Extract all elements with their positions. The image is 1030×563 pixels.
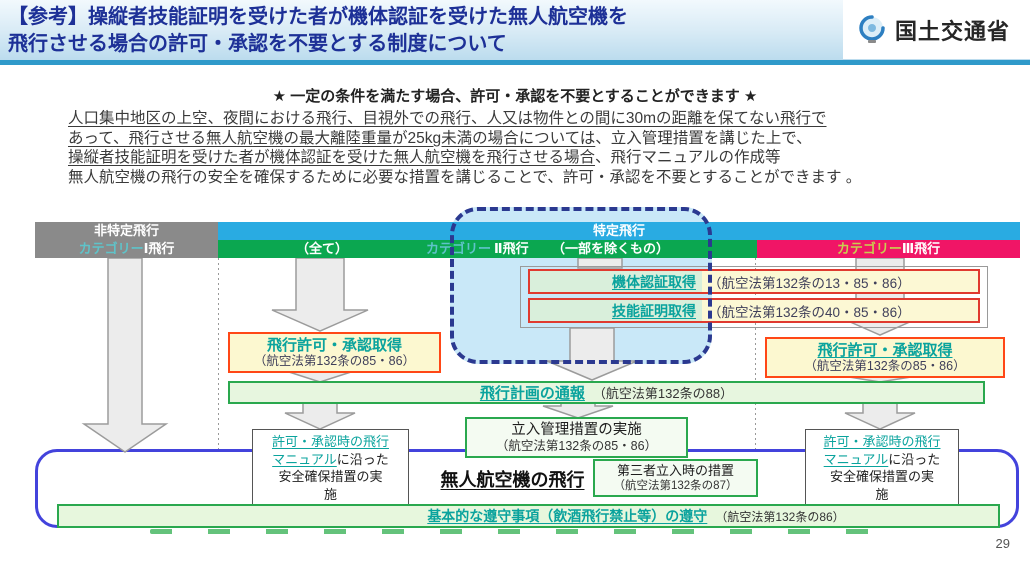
flight-permit-left-ref: （航空法第132条の85・86） xyxy=(253,353,416,368)
uav-flight-label: 無人航空機の飛行 xyxy=(440,470,585,490)
pilot-certification-title: 技能証明取得 xyxy=(530,300,702,321)
page-title: 【参考】操縦者技能証明を受けた者が機体認証を受けた無人航空機を 飛行させる場合の… xyxy=(0,0,628,58)
manual-right-line3: 安全確保措置の実施 xyxy=(829,469,934,502)
flight-permit-left-title: 飛行許可・承認取得 xyxy=(266,336,402,354)
arrow-cat1-down xyxy=(81,257,169,453)
manual-right-link: マニュアル xyxy=(823,451,889,467)
manual-left-line1: 許可・承認時の飛行 xyxy=(271,434,389,449)
entry-management-box: 立入管理措置の実施 （航空法第132条の85・86） xyxy=(465,417,688,458)
third-party-title: 第三者立入時の措置 xyxy=(616,463,734,478)
pilot-certification-ref: （航空法第132条の40・85・86） xyxy=(702,300,978,321)
manual-right-line1: 許可・承認時の飛行 xyxy=(823,434,941,449)
third-party-measures-box: 第三者立入時の措置 （航空法第132条の87） xyxy=(593,459,758,497)
safety-manual-box-left: 許可・承認時の飛行 マニュアルに沿った 安全確保措置の実施 xyxy=(252,429,409,506)
intro-line-1: 人口集中地区の上空、夜間における飛行、目視外での飛行、人又は物件との間に30mの… xyxy=(68,110,827,127)
category2-prefix: カテゴリー xyxy=(426,241,492,256)
intro-line-4: 無人航空機の飛行の安全を確保するために必要な措置を講じることで、許可・承認を不要… xyxy=(68,168,862,186)
airframe-certification-ref: （航空法第132条の13・85・86） xyxy=(702,271,978,292)
manual-left-link: マニュアル xyxy=(272,451,337,467)
mlit-logo-icon xyxy=(859,14,885,43)
basic-rules-ref: （航空法第132条の86） xyxy=(715,509,845,524)
category2-label: Ⅱ飛行 xyxy=(494,241,529,256)
page-number: 29 xyxy=(995,536,1010,551)
column-category2: （全て） カテゴリー Ⅱ飛行 （一部を除くもの） xyxy=(218,240,757,258)
category2-note: （一部を除くもの） xyxy=(552,241,670,256)
manual-left-line3: 安全確保措置の実施 xyxy=(278,469,383,502)
basic-rules-title: 基本的な遵守事項（飲酒飛行禁止等）の遵守 xyxy=(427,508,708,524)
flight-plan-bar: 飛行計画の通報 （航空法第132条の88） xyxy=(228,381,985,404)
flight-permit-box-right: 飛行許可・承認取得 （航空法第132条の85・86） xyxy=(765,337,1005,378)
condition-headline: ★ 一定の条件を満たす場合、許可・承認を不要とすることができます ★ xyxy=(272,88,758,105)
intro-line-2: あって、飛行させる無人航空機の最大離陸重量が25kg未満の場合については、立入管… xyxy=(68,129,812,147)
title-bar: 【参考】操縦者技能証明を受けた者が機体認証を受けた無人航空機を 飛行させる場合の… xyxy=(0,0,1030,60)
category1-label: カテゴリーⅠ飛行 xyxy=(78,241,175,256)
arrow-plan-to-entry xyxy=(542,402,614,419)
column-specific: 特定飛行 xyxy=(218,222,1020,240)
header-divider xyxy=(0,60,1030,65)
manual-right-line2: に沿った xyxy=(888,451,941,467)
arrow-plan-to-manual-right xyxy=(844,402,916,430)
entry-management-title: 立入管理措置の実施 xyxy=(511,421,642,438)
flight-plan-ref: （航空法第132条の88） xyxy=(592,386,734,401)
page-title-line1: 【参考】操縦者技能証明を受けた者が機体認証を受けた無人航空機を xyxy=(8,6,628,28)
column-non-specific: 非特定飛行 カテゴリーⅠ飛行 xyxy=(35,222,218,258)
basic-rules-bar: 基本的な遵守事項（飲酒飛行禁止等）の遵守 （航空法第132条の86） xyxy=(57,504,1000,528)
airframe-certification-box: 機体認証取得 （航空法第132条の13・85・86） xyxy=(528,269,980,294)
non-specific-label: 非特定飛行 xyxy=(93,223,159,238)
category2-all-label: （全て） xyxy=(296,241,349,256)
page-title-line2: 飛行させる場合の許可・承認を不要とする制度について xyxy=(8,33,507,55)
category3-prefix: カテゴリー xyxy=(836,241,902,256)
intro-paragraph: 人口集中地区の上空、夜間における飛行、目視外での飛行、人又は物件との間に30mの… xyxy=(68,109,973,187)
category3-label: Ⅲ飛行 xyxy=(901,241,941,256)
flight-permit-right-title: 飛行許可・承認取得 xyxy=(817,341,953,359)
arrow-plan-to-manual-left xyxy=(284,402,356,430)
flight-permit-box-left: 飛行許可・承認取得 （航空法第132条の85・86） xyxy=(228,332,441,373)
certification-frame xyxy=(520,266,988,328)
agency-logo: 国土交通省 xyxy=(842,0,1030,59)
agency-name: 国土交通省 xyxy=(894,18,1010,44)
airframe-certification-title: 機体認証取得 xyxy=(530,271,702,292)
intro-line-3: 操縦者技能証明を受けた者が機体認証を受けた無人航空機を飛行させる場合、飛行マニュ… xyxy=(68,149,781,166)
manual-left-line2: に沿った xyxy=(336,451,389,467)
column-category3: カテゴリー Ⅲ飛行 xyxy=(757,240,1020,258)
pilot-certification-box: 技能証明取得 （航空法第132条の40・85・86） xyxy=(528,298,980,323)
third-party-ref: （航空法第132条の87） xyxy=(613,480,738,492)
flight-plan-title: 飛行計画の通報 xyxy=(479,385,585,402)
safety-manual-box-right: 許可・承認時の飛行 マニュアルに沿った 安全確保措置の実施 xyxy=(805,429,959,506)
flight-permit-right-ref: （航空法第132条の85・86） xyxy=(804,358,966,373)
arrow-cat2-to-permit-left xyxy=(271,257,369,332)
clipped-text-marks xyxy=(150,529,890,534)
entry-management-ref: （航空法第132条の85・86） xyxy=(495,438,658,453)
